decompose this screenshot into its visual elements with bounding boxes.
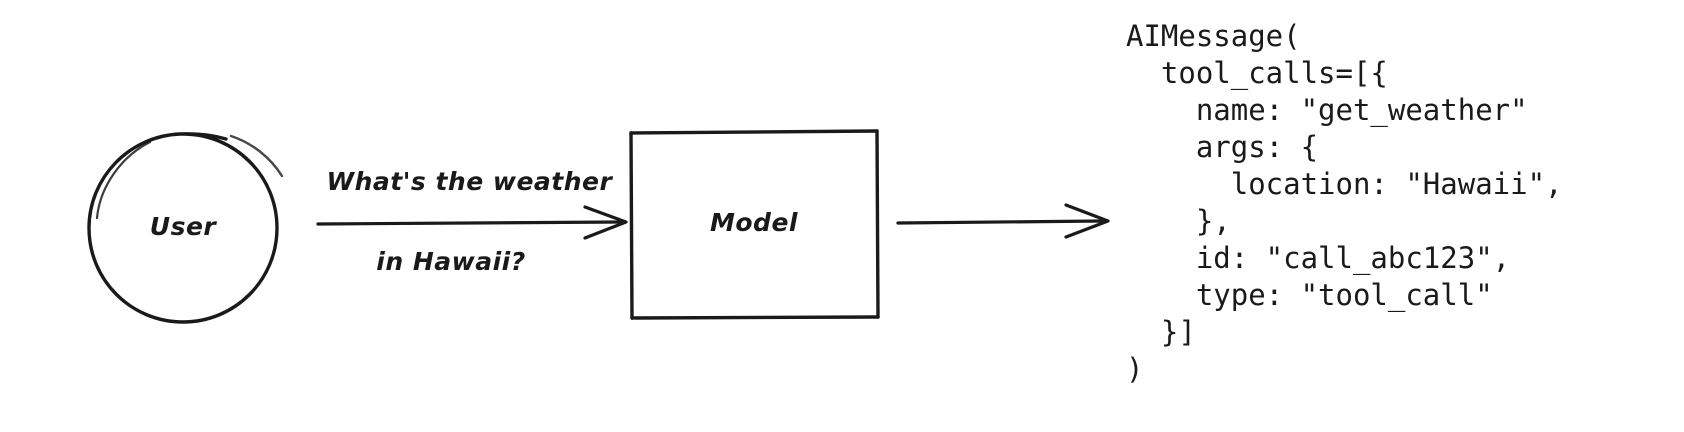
code-line: }] [1126, 315, 1196, 349]
edge-label-line-2: in Hawaii? [376, 247, 526, 276]
code-line: tool_calls=[{ [1126, 56, 1388, 90]
edge-label-user-to-model: What's the weather in Hawaii? [286, 122, 616, 362]
arrow-model-to-output [896, 203, 1110, 239]
edge-label-line-1: What's the weather [326, 167, 613, 196]
code-line: name: "get_weather" [1126, 93, 1528, 127]
user-node-circle[interactable] [87, 132, 284, 324]
code-line: id: "call_abc123", [1126, 241, 1511, 275]
code-line: AIMessage( [1126, 19, 1301, 53]
arrow-user-to-model [316, 205, 628, 240]
code-line: }, [1126, 204, 1231, 238]
ai-message-output-code: AIMessage( tool_calls=[{ name: "get_weat… [1126, 18, 1563, 388]
user-node-label: User [149, 212, 217, 241]
code-line: type: "tool_call" [1126, 278, 1493, 312]
model-node-label: Model [710, 208, 798, 237]
code-line: args: { [1126, 130, 1319, 164]
code-line: location: "Hawaii", [1126, 167, 1563, 201]
model-node-box[interactable] [629, 129, 880, 320]
code-line: ) [1126, 352, 1144, 386]
